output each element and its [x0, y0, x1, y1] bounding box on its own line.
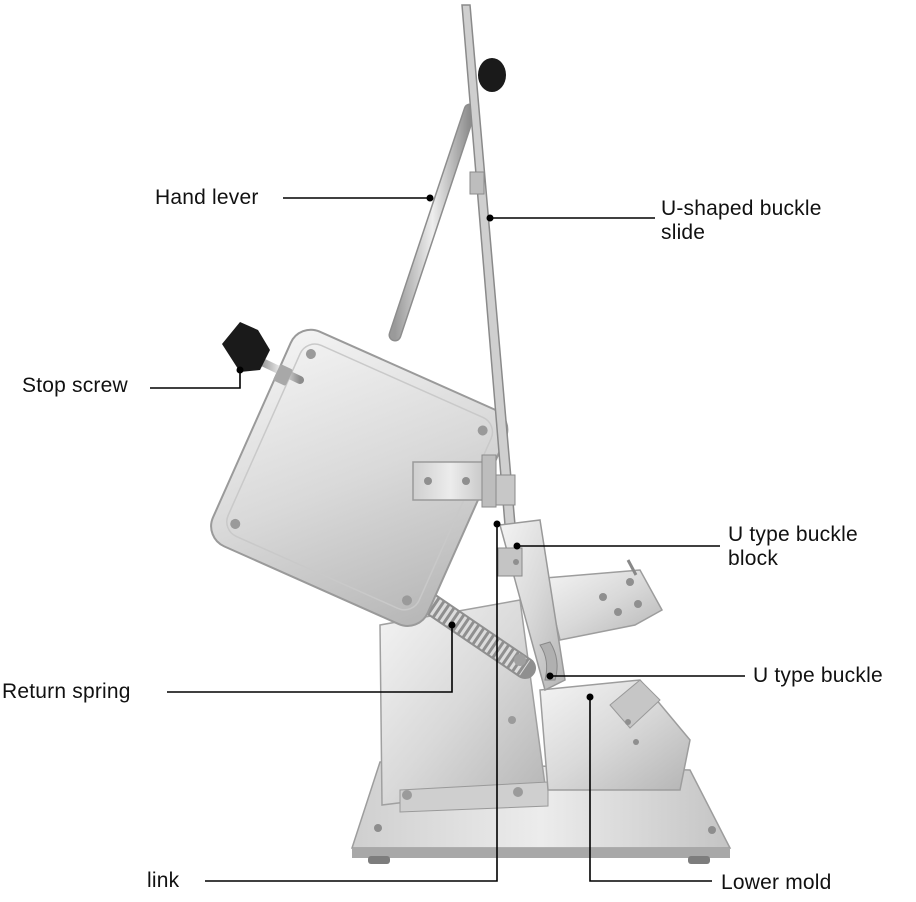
mounting-bracket	[412, 454, 497, 508]
label-return-spring: Return spring	[2, 680, 131, 703]
lower-mold-block	[539, 679, 691, 791]
label-u-type-buckle-block: U type buckle block	[728, 523, 858, 570]
label-hand-lever: Hand lever	[155, 186, 259, 209]
buckle-block	[497, 519, 566, 692]
hand-lever	[388, 103, 477, 342]
buckle-slide-bar	[461, 4, 516, 526]
label-u-shaped-buckle-slide: U-shaped buckle slide	[661, 197, 822, 244]
label-link: link	[147, 869, 180, 892]
leader-lines	[150, 194, 745, 882]
label-u-type-buckle: U type buckle	[753, 664, 883, 687]
label-lower-mold: Lower mold	[721, 871, 832, 894]
housing-box	[210, 328, 509, 627]
right-bracket	[544, 559, 664, 641]
stop-screw	[222, 322, 304, 386]
label-stop-screw: Stop screw	[22, 374, 128, 397]
return-spring	[414, 589, 536, 679]
